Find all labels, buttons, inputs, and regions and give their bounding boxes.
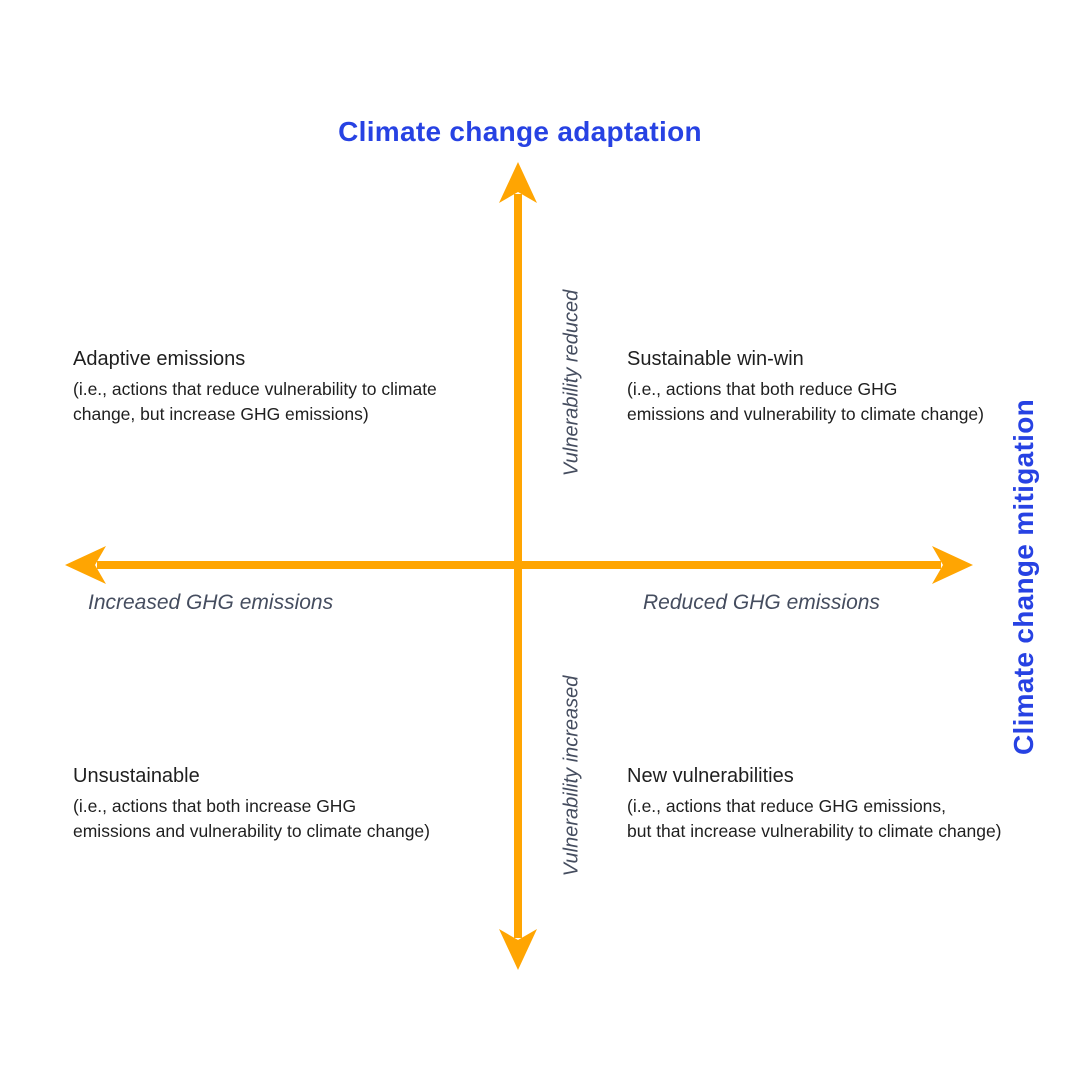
- quadrant-bottom-right: New vulnerabilities (i.e., actions that …: [627, 763, 1067, 844]
- quadrant-top-right: Sustainable win-win (i.e., actions that …: [627, 346, 1067, 427]
- quadrant-top-left: Adaptive emissions (i.e., actions that r…: [73, 346, 513, 427]
- quadrant-description-line: (i.e., actions that reduce vulnerability…: [73, 379, 437, 399]
- horizontal-axis-right-label: Reduced GHG emissions: [643, 591, 880, 614]
- quadrant-description-line: but that increase vulnerability to clima…: [627, 821, 1002, 841]
- quadrant-bottom-left: Unsustainable (i.e., actions that both i…: [73, 763, 513, 844]
- vertical-axis-lower-label: Vulnerability increased: [560, 675, 583, 877]
- arrow-down-icon: [499, 929, 537, 970]
- right-axis-title: Climate change mitigation: [1008, 399, 1039, 755]
- quadrant-description-line: (i.e., actions that reduce GHG emissions…: [627, 796, 947, 816]
- quadrant-description-line: (i.e., actions that both increase GHG: [73, 796, 357, 816]
- quadrant-heading: Adaptive emissions: [73, 348, 246, 370]
- quadrant-heading: Unsustainable: [73, 765, 200, 787]
- vertical-axis-upper-label: Vulnerability reduced: [560, 289, 583, 477]
- arrow-up-icon: [499, 162, 537, 203]
- arrow-left-icon: [65, 546, 106, 584]
- quadrant-description-line: (i.e., actions that both reduce GHG: [627, 379, 898, 399]
- quadrant-description-line: emissions and vulnerability to climate c…: [627, 404, 984, 424]
- arrow-right-icon: [932, 546, 973, 584]
- quadrant-heading: New vulnerabilities: [627, 765, 794, 787]
- top-axis-title: Climate change adaptation: [338, 116, 702, 147]
- quadrant-description-line: emissions and vulnerability to climate c…: [73, 821, 430, 841]
- horizontal-axis-left-label: Increased GHG emissions: [88, 591, 334, 614]
- quadrant-heading: Sustainable win-win: [627, 348, 804, 370]
- quadrant-description-line: change, but increase GHG emissions): [73, 404, 369, 424]
